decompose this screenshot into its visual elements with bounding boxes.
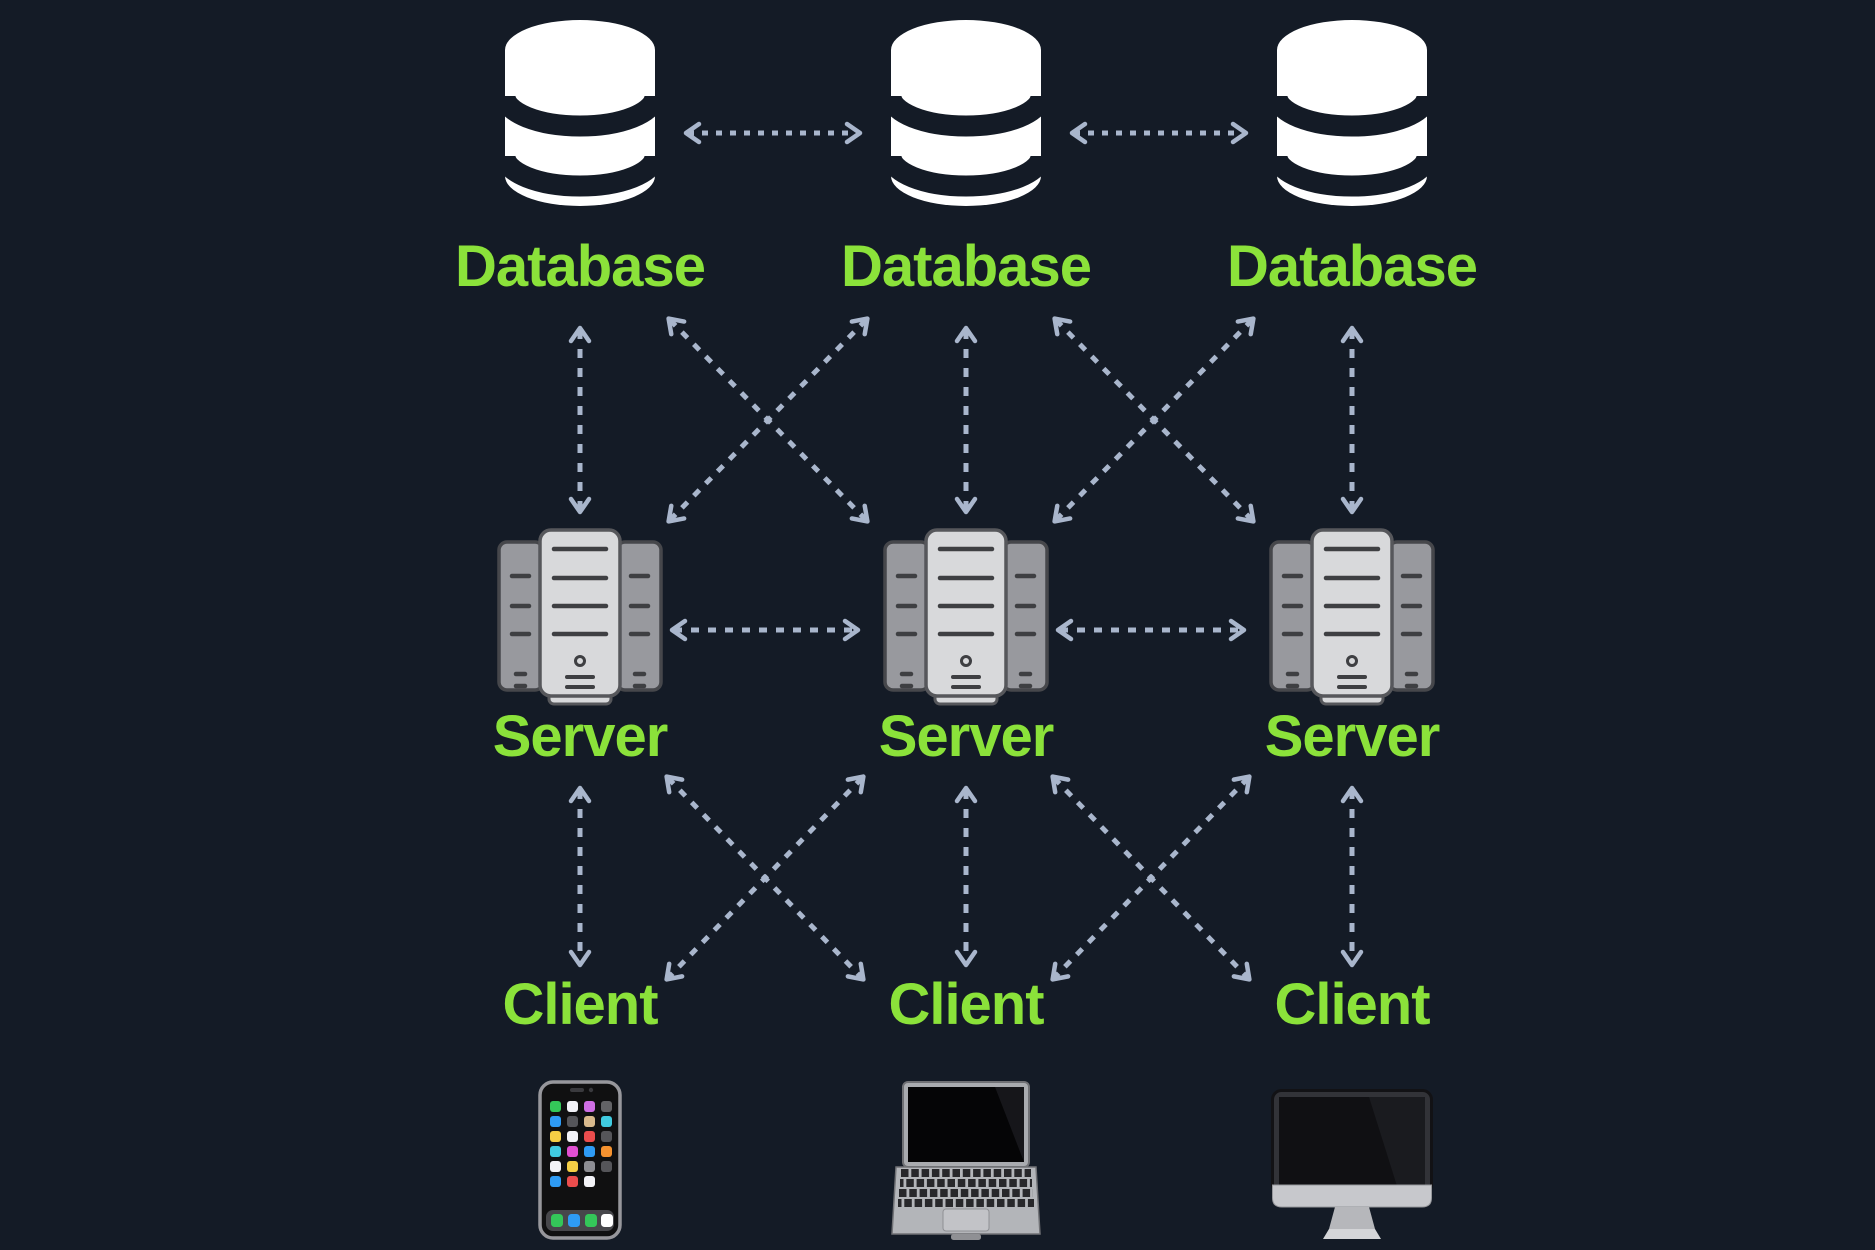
laptop-icon xyxy=(891,1081,1041,1240)
server-center-tower xyxy=(538,528,622,706)
server-tower-icon xyxy=(1269,528,1435,706)
app-grid xyxy=(550,1101,612,1187)
arrow-database2-server1 xyxy=(666,316,870,524)
database-label: Database xyxy=(841,234,1092,299)
database-cylinder-icon xyxy=(505,20,655,206)
database-label: Database xyxy=(455,234,706,299)
server-tower-icon xyxy=(497,528,663,706)
database-cylinder-icon xyxy=(1277,20,1427,206)
database-cylinder-icon xyxy=(891,20,1041,206)
app-dock xyxy=(546,1210,614,1231)
server-label: Server xyxy=(492,704,669,769)
keyboard-keys xyxy=(898,1169,1034,1207)
client-label: Client xyxy=(888,972,1044,1037)
arrow-database3-server2 xyxy=(1052,316,1256,524)
database-label: Database xyxy=(1227,234,1478,299)
server-label: Server xyxy=(1264,704,1441,769)
desktop-computer-icon xyxy=(1271,1089,1433,1239)
arrow-server2-client1 xyxy=(664,774,866,982)
smartphone-icon xyxy=(538,1080,622,1240)
client-label: Client xyxy=(1274,972,1430,1037)
client-label: Client xyxy=(502,972,658,1037)
server-tower-icon xyxy=(883,528,1049,706)
server-label: Server xyxy=(878,704,1055,769)
arrow-server3-client2 xyxy=(1050,774,1252,982)
